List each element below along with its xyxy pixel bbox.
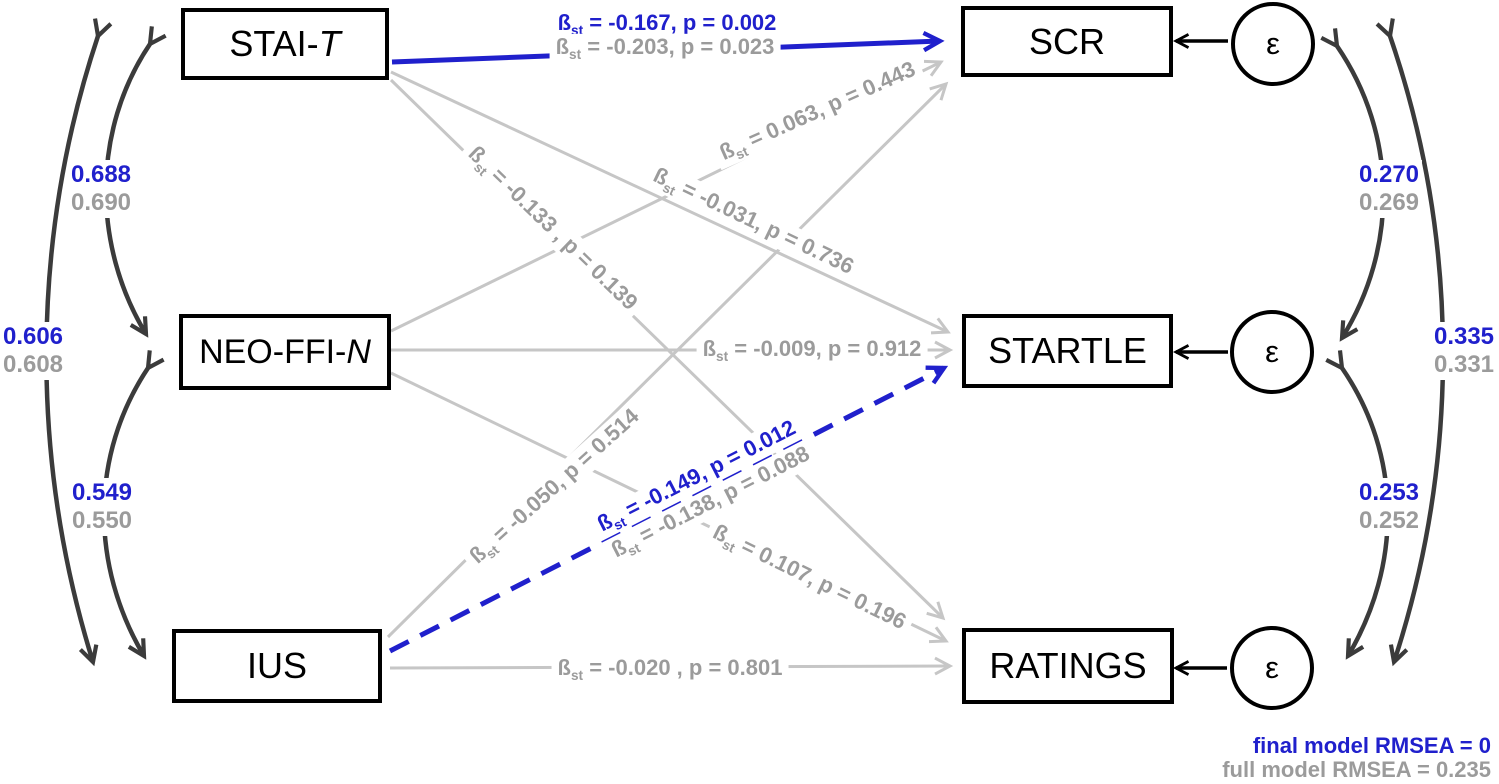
- coef-ius-ratings: ßst = -0.020 , p = 0.801: [551, 654, 789, 684]
- box-scr-label: SCR: [1028, 20, 1105, 62]
- corr-value-err-startle-ratings: 0.253 0.252: [1355, 478, 1423, 536]
- path-stai-to-startle: [390, 70, 951, 335]
- box-ius: IUS: [172, 629, 382, 703]
- box-stai-t: STAI-T: [181, 8, 389, 80]
- corr-value-err-scr-startle: 0.270 0.269: [1355, 160, 1423, 218]
- coef-stai-scr-final: ßst = -0.167, p = 0.002: [551, 9, 783, 39]
- epsilon-symbol: ε: [1265, 650, 1279, 685]
- corr-value-neo-ius: 0.549 0.550: [68, 478, 136, 536]
- box-stai-t-label: STAI-T: [229, 23, 341, 64]
- error-term-scr: ε: [1231, 2, 1315, 86]
- box-scr: SCR: [961, 6, 1173, 77]
- box-startle: STARTLE: [962, 314, 1173, 388]
- box-ratings: RATINGS: [962, 628, 1174, 704]
- full-model-rmsea: full model RMSEA = 0.235: [1222, 757, 1491, 782]
- coef-neo-startle: ßst = -0.009, p = 0.912: [696, 335, 928, 365]
- box-ius-label: IUS: [246, 645, 307, 686]
- box-startle-label: STARTLE: [988, 330, 1147, 371]
- box-neo-ffi-n: NEO-FFI-N: [179, 314, 391, 390]
- box-neo-ffi-n-label: NEO-FFI-N: [199, 332, 371, 371]
- corr-value-stai-ius: 0.606 0.608: [0, 322, 67, 380]
- error-term-ratings: ε: [1230, 626, 1314, 710]
- error-term-startle: ε: [1230, 310, 1314, 394]
- model-fit-legend: final model RMSEA = 0 full model RMSEA =…: [1222, 734, 1491, 782]
- final-model-rmsea: final model RMSEA = 0: [1252, 733, 1491, 758]
- coef-stai-scr-full: ßst = -0.203, p = 0.023: [549, 33, 781, 63]
- corr-value-err-scr-ratings: 0.335 0.331: [1430, 322, 1498, 380]
- epsilon-symbol: ε: [1265, 334, 1279, 369]
- epsilon-symbol: ε: [1266, 26, 1280, 61]
- box-ratings-label: RATINGS: [989, 645, 1147, 686]
- corr-value-stai-neo: 0.688 0.690: [67, 160, 135, 218]
